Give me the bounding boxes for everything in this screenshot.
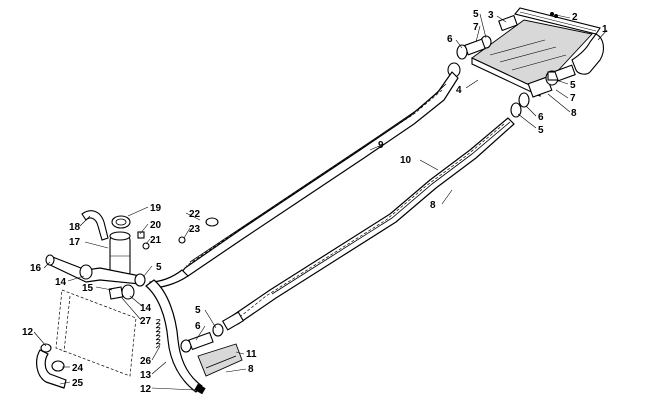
callout-5: 5 bbox=[570, 80, 576, 91]
callout-3: 3 bbox=[488, 10, 494, 21]
callout-12: 12 bbox=[140, 384, 152, 395]
callout-21: 21 bbox=[150, 235, 162, 246]
callout-6: 6 bbox=[447, 34, 453, 45]
callout-6: 6 bbox=[195, 321, 201, 332]
callout-7: 7 bbox=[570, 93, 576, 104]
callout-5: 5 bbox=[538, 125, 544, 136]
callout-23: 23 bbox=[189, 224, 201, 235]
reservoir-assembly bbox=[45, 210, 219, 300]
callout-9: 9 bbox=[378, 140, 384, 151]
callout-1: 1 bbox=[602, 24, 608, 35]
lower-left-hose bbox=[36, 343, 67, 389]
callout-15: 15 bbox=[82, 283, 94, 294]
heat-exchanger-assembly bbox=[447, 7, 605, 118]
callout-labels: 1 2 3 4 5 7 6 5 7 8 6 5 9 10 8 19 18 20 … bbox=[22, 9, 608, 395]
callout-5: 5 bbox=[473, 9, 479, 20]
callout-20: 20 bbox=[150, 220, 162, 231]
callout-5: 5 bbox=[156, 262, 162, 273]
callout-8: 8 bbox=[248, 364, 254, 375]
callout-8: 8 bbox=[571, 108, 577, 119]
leader-lines bbox=[33, 13, 608, 391]
lower-hose-13 bbox=[145, 279, 206, 395]
callout-11: 11 bbox=[246, 349, 257, 360]
connector-assembly bbox=[180, 323, 243, 377]
callout-25: 25 bbox=[72, 378, 84, 389]
callout-26: 26 bbox=[140, 356, 152, 367]
coolant-tube-10 bbox=[221, 117, 515, 331]
coolant-tube-9 bbox=[149, 71, 459, 289]
callout-14: 14 bbox=[55, 277, 67, 288]
radiator-outline bbox=[55, 289, 137, 377]
callout-24: 24 bbox=[72, 363, 84, 374]
callout-13: 13 bbox=[140, 370, 152, 381]
callout-12: 12 bbox=[22, 327, 34, 338]
callout-22: 22 bbox=[189, 209, 201, 220]
callout-14: 14 bbox=[140, 303, 152, 314]
callout-19: 19 bbox=[150, 203, 162, 214]
callout-7: 7 bbox=[473, 22, 479, 33]
callout-17: 17 bbox=[69, 237, 81, 248]
callout-4: 4 bbox=[456, 85, 462, 96]
callout-10: 10 bbox=[400, 155, 412, 166]
callout-8: 8 bbox=[430, 200, 436, 211]
callout-5: 5 bbox=[195, 305, 201, 316]
callout-27: 27 bbox=[140, 316, 152, 327]
callout-18: 18 bbox=[69, 222, 81, 233]
callout-6: 6 bbox=[538, 112, 544, 123]
callout-16: 16 bbox=[30, 263, 42, 274]
callout-2: 2 bbox=[572, 12, 578, 23]
